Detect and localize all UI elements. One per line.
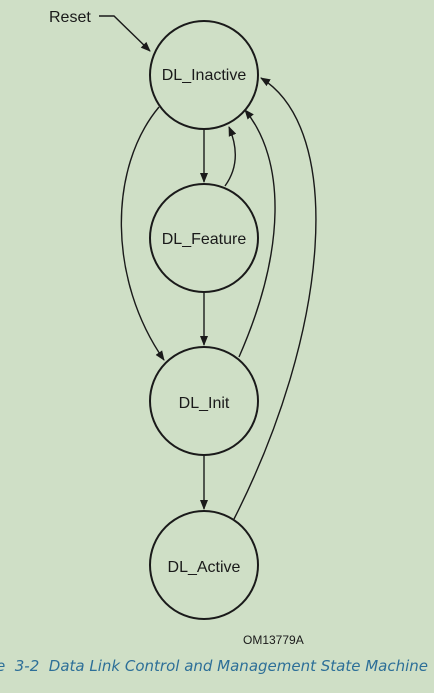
state-feature-label: DL_Feature <box>162 231 247 248</box>
state-init: DL_Init <box>149 346 259 456</box>
edge-reset-to-inactive <box>99 15 151 52</box>
edge-feature-to-inactive <box>224 126 237 187</box>
state-feature: DL_Feature <box>149 183 259 293</box>
state-active-label: DL_Active <box>168 559 241 576</box>
edge-active-to-inactive <box>233 77 317 520</box>
edge-inactive-to-init <box>120 106 165 361</box>
state-inactive-label: DL_Inactive <box>162 67 247 84</box>
state-init-label: DL_Init <box>179 395 230 412</box>
state-active-circle <box>149 510 259 620</box>
reset-label: Reset <box>49 9 91 26</box>
state-active: DL_Active <box>149 510 259 620</box>
figure-caption: e 3-2 Data Link Control and Management S… <box>0 657 428 675</box>
figure-id: OM13779A <box>243 633 304 647</box>
edge-init-to-inactive <box>238 109 276 358</box>
state-inactive: DL_Inactive <box>149 20 259 130</box>
